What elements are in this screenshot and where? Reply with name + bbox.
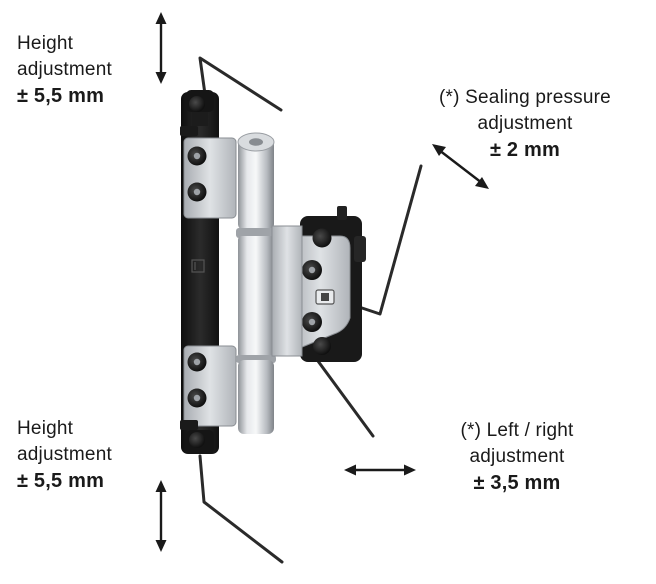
leftright-line1: (*) Left / right: [460, 420, 574, 441]
sealing-pressure-label: (*) Sealing pressure adjustment ± 2 mm: [400, 85, 650, 163]
sash-hinge-part: [289, 206, 366, 362]
height-adjustment-top-label: Height adjustment ± 5,5 mm: [17, 31, 112, 109]
double-arrow-vertical-icon: [155, 12, 167, 84]
hinge-barrel: [236, 132, 303, 434]
double-arrow-vertical-icon: [155, 480, 167, 552]
leftright-line2: adjustment: [469, 446, 565, 467]
height-adjustment-bottom-label: Height adjustment ± 5,5 mm: [17, 416, 112, 494]
height-bottom-value: ± 5,5 mm: [17, 470, 105, 492]
height-top-line2: adjustment: [17, 59, 112, 80]
double-arrow-diagonal-icon: [432, 144, 489, 189]
sealing-line1: (*) Sealing pressure: [439, 87, 611, 108]
leftright-value: ± 3,5 mm: [473, 472, 561, 494]
height-top-value: ± 5,5 mm: [17, 85, 105, 107]
height-bottom-line1: Height: [17, 418, 74, 439]
double-arrow-horizontal-icon: [344, 464, 416, 476]
sealing-line2: adjustment: [477, 113, 573, 134]
hex-key-icon: [198, 454, 284, 564]
left-right-label: (*) Left / right adjustment ± 3,5 mm: [404, 418, 630, 496]
sealing-value: ± 2 mm: [490, 139, 560, 161]
height-top-line1: Height: [17, 33, 74, 54]
frame-hinge-part: [180, 90, 237, 454]
height-bottom-line2: adjustment: [17, 444, 112, 465]
